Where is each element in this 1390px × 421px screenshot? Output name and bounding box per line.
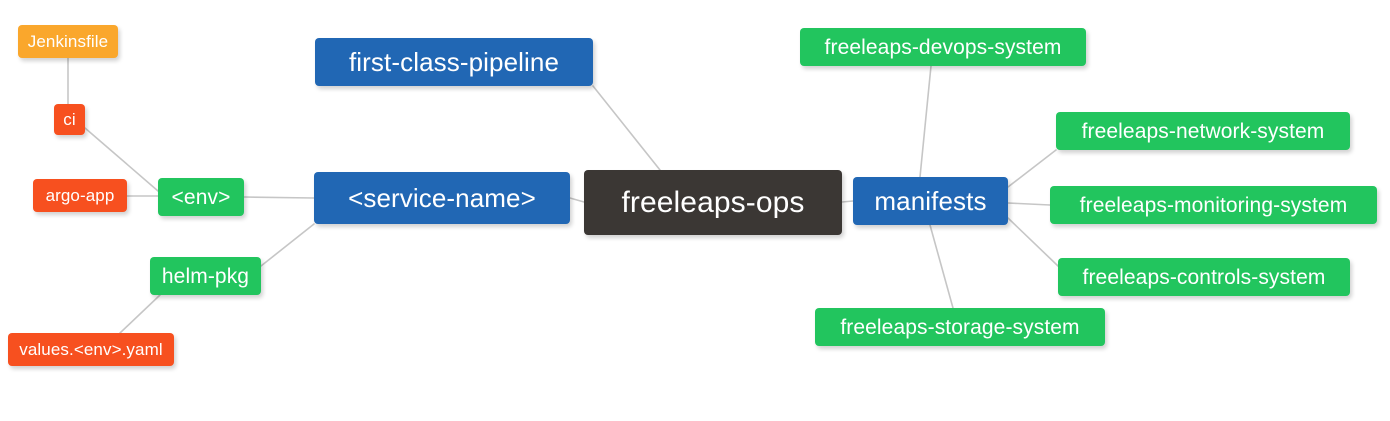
mindmap-node-freeleaps-devops-system[interactable]: freeleaps-devops-system [800,28,1086,66]
mindmap-node-freeleaps-network-system[interactable]: freeleaps-network-system [1056,112,1350,150]
mindmap-node-values-env-yaml[interactable]: values.<env>.yaml [8,333,174,366]
mindmap-node-label: freeleaps-monitoring-system [1079,193,1348,217]
mindmap-node-label: freeleaps-network-system [1081,119,1325,143]
mindmap-node-manifests[interactable]: manifests [853,177,1008,225]
mindmap-node-label: first-class-pipeline [348,47,560,77]
edge-manifests-to-freeleaps-network-system [1007,149,1057,188]
mindmap-node-service-name[interactable]: <service-name> [314,172,570,224]
mindmap-node-label: Jenkinsfile [27,32,109,51]
mindmap-node-label: <env> [171,185,231,209]
edge-freeleaps-ops-to-manifests [841,200,854,203]
mindmap-node-label: freeleaps-storage-system [840,315,1080,339]
mindmap-node-ci[interactable]: ci [54,104,85,135]
mindmap-node-label: manifests [874,186,987,216]
edge-freeleaps-ops-to-first-class-pipeline [592,85,661,171]
mindmap-node-freeleaps-monitoring-system[interactable]: freeleaps-monitoring-system [1050,186,1377,224]
mindmap-node-label: freeleaps-controls-system [1082,265,1326,289]
edge-manifests-to-freeleaps-controls-system [1007,217,1059,267]
edge-service-name-to-helm-pkg [260,223,315,267]
mindmap-node-jenkinsfile[interactable]: Jenkinsfile [18,25,118,58]
mindmap-node-argo-app[interactable]: argo-app [33,179,127,212]
mindmap-node-label: <service-name> [348,183,536,213]
mindmap-node-label: ci [63,110,76,129]
mindmap-node-helm-pkg[interactable]: helm-pkg [150,257,261,295]
mindmap-node-label: freeleaps-devops-system [824,35,1062,59]
mindmap-node-freeleaps-storage-system[interactable]: freeleaps-storage-system [815,308,1105,346]
edge-freeleaps-ops-to-service-name [569,197,585,203]
mindmap-node-label: freeleaps-ops [621,185,805,219]
edge-manifests-to-freeleaps-devops-system [919,65,932,178]
mindmap-node-first-class-pipeline[interactable]: first-class-pipeline [315,38,593,86]
edge-manifests-to-freeleaps-storage-system [929,224,954,309]
edge-service-name-to-env [243,196,315,199]
mindmap-node-freeleaps-ops[interactable]: freeleaps-ops [584,170,842,235]
mindmap-node-label: helm-pkg [161,264,250,288]
mindmap-node-env[interactable]: <env> [158,178,244,216]
mindmap-node-label: values.<env>.yaml [19,340,163,359]
edge-manifests-to-freeleaps-monitoring-system [1007,202,1051,206]
mindmap-node-label: argo-app [45,186,115,205]
edge-helm-pkg-to-values-env-yaml [119,294,161,334]
mindmap-node-freeleaps-controls-system[interactable]: freeleaps-controls-system [1058,258,1350,296]
